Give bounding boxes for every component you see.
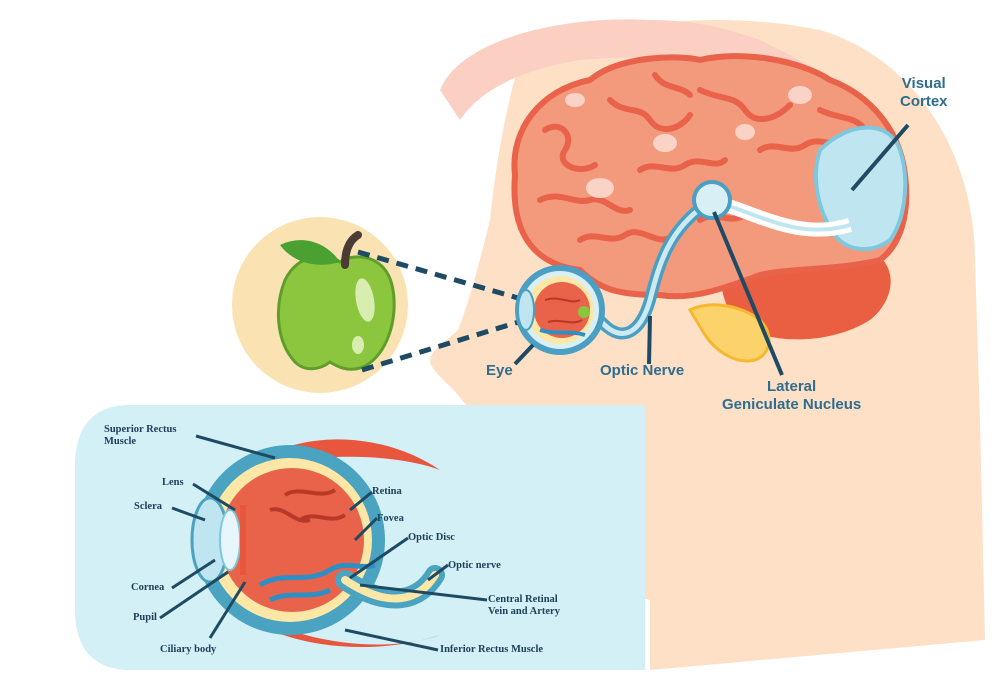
- retina-label: Retina: [372, 486, 402, 497]
- superior-rectus-label-line1: Superior Rectus: [104, 424, 177, 435]
- sight-lines: [357, 249, 526, 373]
- brain-highlights: [565, 86, 812, 198]
- pupil-label: Pupil: [133, 612, 157, 623]
- apple: [276, 231, 396, 371]
- lgn-label-line2: Geniculate Nucleus: [722, 396, 862, 413]
- visual-cortex-label-line2: Cortex: [900, 93, 948, 110]
- optic-radiation-inner: [724, 203, 851, 232]
- main-leader-lines: [513, 123, 910, 376]
- ciliary-body-label: Ciliary body: [160, 644, 217, 655]
- eye-label: Eye: [486, 362, 513, 379]
- cornea-label: Cornea: [131, 582, 165, 593]
- head-eye: [515, 265, 605, 355]
- fovea-label: Fovea: [377, 513, 404, 524]
- lgn-label-line1: Lateral: [767, 378, 817, 395]
- central-retinal-label-line1: Central Retinal: [488, 594, 558, 605]
- superior-rectus-label-line2: Muscle: [104, 436, 137, 447]
- inset-leader-lines: [159, 434, 488, 652]
- hair: [440, 19, 830, 120]
- central-retinal-label-line2: Vein and Artery: [488, 606, 560, 617]
- inferior-rectus-label: Inferior Rectus Muscle: [440, 644, 544, 655]
- optic-disc-label: Optic Disc: [408, 532, 455, 543]
- optic-nerve-inset-label: Optic nerve: [448, 560, 501, 571]
- brain: [511, 53, 910, 363]
- central-retinal-label: Central Retinal Vein and Artery: [488, 594, 560, 618]
- lgn-label: Lateral Geniculate Nucleus: [722, 378, 861, 414]
- lens-label: Lens: [162, 477, 184, 488]
- optic-nerve-label: Optic Nerve: [600, 362, 685, 379]
- lgn-node: [692, 180, 732, 220]
- superior-rectus-label: Superior Rectus Muscle: [104, 424, 176, 448]
- visual-cortex-region: [813, 125, 908, 252]
- sclera-label: Sclera: [134, 501, 162, 512]
- visual-cortex-label: Visual Cortex: [900, 75, 948, 111]
- visual-cortex-label-line1: Visual: [901, 75, 946, 92]
- optic-nerve-core: [595, 202, 708, 336]
